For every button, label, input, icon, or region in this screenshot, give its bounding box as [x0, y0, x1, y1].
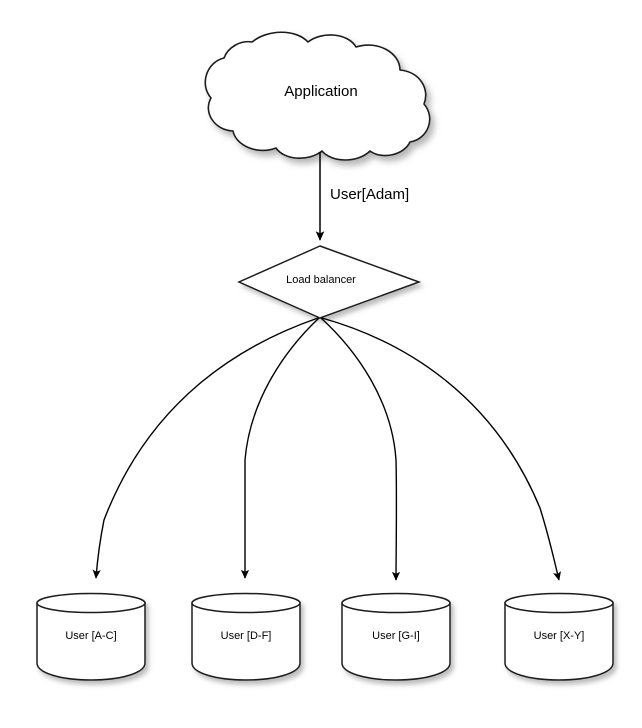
database-cylinder-0: [36, 592, 146, 681]
cylinder-top: [504, 592, 614, 614]
database-cylinder-2: [341, 592, 451, 681]
database-cylinder-1: [191, 592, 301, 681]
load-balancer-node: [237, 245, 422, 319]
cylinder-body: [341, 602, 451, 681]
cylinder-top: [36, 592, 146, 614]
cylinder-top: [341, 592, 451, 614]
edges-load-balancer-to-databases: [92, 317, 561, 581]
cylinder-body: [504, 602, 614, 681]
cylinder-body: [36, 602, 146, 681]
edge-to-database-0: [92, 317, 319, 579]
cylinder-top: [191, 592, 301, 614]
edge-to-database-2: [320, 317, 401, 581]
database-cylinder-3: [504, 592, 614, 681]
cylinder-body: [191, 602, 301, 681]
application-cloud-node: [204, 31, 431, 161]
cloud-shape: [204, 31, 431, 161]
edge-to-database-1: [240, 317, 320, 579]
diamond-shape: [237, 245, 422, 319]
edge-to-database-3: [321, 317, 561, 581]
